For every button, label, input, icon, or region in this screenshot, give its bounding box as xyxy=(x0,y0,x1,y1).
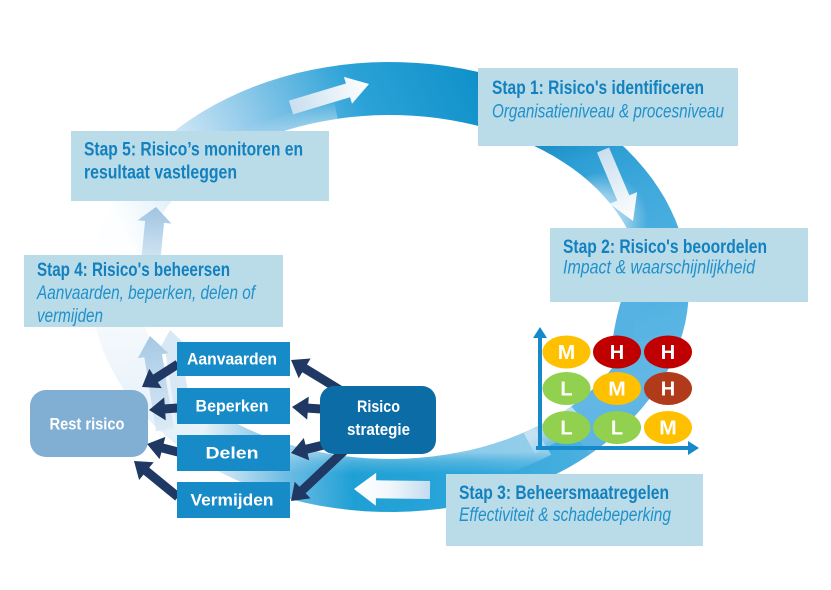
svg-text:Stap 5: Risico’s monitoren en: Stap 5: Risico’s monitoren en xyxy=(84,139,303,161)
svg-text:Delen: Delen xyxy=(206,445,259,463)
svg-text:M: M xyxy=(558,341,575,363)
svg-text:Aanvaarden, beperken, delen of: Aanvaarden, beperken, delen of xyxy=(36,283,256,304)
svg-text:Stap 4: Risico's beheersen: Stap 4: Risico's beheersen xyxy=(37,259,230,281)
svg-text:M: M xyxy=(659,417,676,439)
svg-text:Beperken: Beperken xyxy=(196,398,269,416)
svg-text:Vermijden: Vermijden xyxy=(191,492,274,510)
svg-text:Impact & waarschijnlijkheid: Impact & waarschijnlijkheid xyxy=(563,258,756,279)
svg-text:Stap 1: Risico's identificeren: Stap 1: Risico's identificeren xyxy=(492,77,704,99)
svg-text:M: M xyxy=(608,378,625,400)
svg-text:Stap 2: Risico's beoordelen: Stap 2: Risico's beoordelen xyxy=(563,236,767,258)
svg-text:Rest risico: Rest risico xyxy=(50,415,125,434)
svg-text:Organisatieniveau & procesnive: Organisatieniveau & procesniveau xyxy=(492,102,724,123)
svg-text:strategie: strategie xyxy=(347,421,410,439)
svg-text:Stap 3: Beheersmaatregelen: Stap 3: Beheersmaatregelen xyxy=(459,482,669,504)
svg-text:Aanvaarden: Aanvaarden xyxy=(187,351,277,369)
svg-text:L: L xyxy=(560,418,572,440)
svg-text:vermijden: vermijden xyxy=(37,306,103,327)
svg-text:L: L xyxy=(611,418,623,440)
svg-text:H: H xyxy=(610,342,624,364)
svg-text:Risico: Risico xyxy=(357,398,400,416)
svg-text:H: H xyxy=(661,342,675,364)
svg-text:L: L xyxy=(560,379,572,401)
svg-text:resultaat vastleggen: resultaat vastleggen xyxy=(84,162,237,184)
svg-text:H: H xyxy=(661,379,675,401)
svg-text:Effectiviteit & schadebeperkin: Effectiviteit & schadebeperking xyxy=(459,505,671,526)
